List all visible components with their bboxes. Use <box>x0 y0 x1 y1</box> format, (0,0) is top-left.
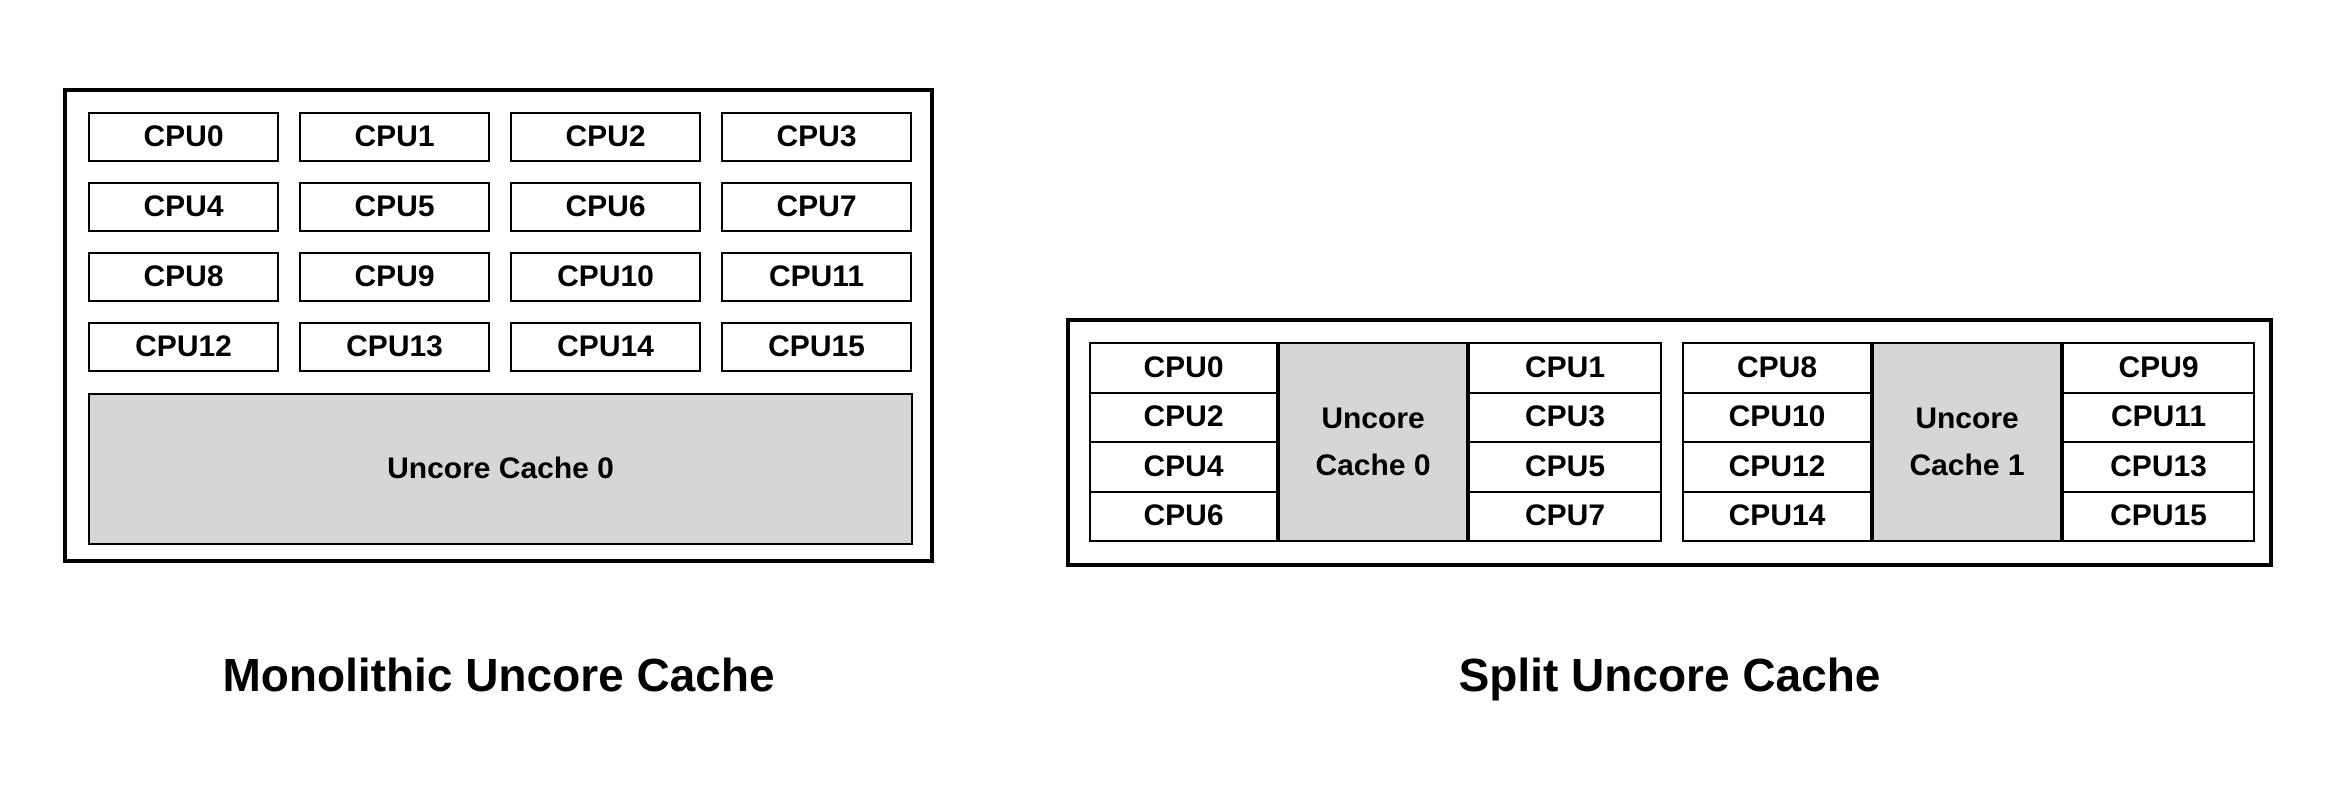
cpu-cell: CPU6 <box>1091 490 1276 541</box>
cpu-cell: CPU2 <box>1091 391 1276 442</box>
cpu-box: CPU11 <box>721 252 912 302</box>
monolithic-cpu-grid: CPU0 CPU1 CPU2 CPU3 CPU4 CPU5 CPU6 CPU7 … <box>88 112 913 372</box>
cpu-cell: CPU1 <box>1524 350 1606 384</box>
cpu-box: CPU1 <box>299 112 490 162</box>
cpu-box: CPU7 <box>721 182 912 232</box>
uncore-cache-1-split-box: Uncore Cache 1 <box>1872 342 2062 542</box>
split-cluster1-right-column: CPU9 CPU11 CPU13 CPU15 <box>2062 342 2255 542</box>
cpu-cell: CPU0 <box>1143 350 1224 384</box>
cpu-box: CPU8 <box>88 252 279 302</box>
split-cluster1-left-column: CPU8 CPU10 CPU12 CPU14 <box>1682 342 1872 542</box>
uncore-cache-0-monolithic-box: Uncore Cache 0 <box>88 393 913 545</box>
cpu-box: CPU15 <box>721 322 912 372</box>
cpu-cell: CPU14 <box>1684 490 1870 541</box>
cpu-cell: CPU3 <box>1470 391 1660 442</box>
cpu-cell: CPU10 <box>1684 391 1870 442</box>
cpu-box: CPU13 <box>299 322 490 372</box>
cpu-box: CPU12 <box>88 322 279 372</box>
cpu-box: CPU4 <box>88 182 279 232</box>
cpu-cell: CPU5 <box>1470 441 1660 491</box>
cpu-cell: CPU7 <box>1470 490 1660 541</box>
monolithic-diagram-title: Monolithic Uncore Cache <box>222 649 775 701</box>
cpu-box: CPU14 <box>510 322 701 372</box>
cpu-box: CPU9 <box>299 252 490 302</box>
cpu-box: CPU3 <box>721 112 912 162</box>
cpu-cell: CPU9 <box>2118 350 2199 384</box>
split-cluster0-right-column: CPU1 CPU3 CPU5 CPU7 <box>1468 342 1662 542</box>
split-diagram-title: Split Uncore Cache <box>1458 649 1881 701</box>
cpu-box: CPU2 <box>510 112 701 162</box>
cpu-box: CPU5 <box>299 182 490 232</box>
cpu-cell: CPU13 <box>2064 441 2253 491</box>
cpu-box: CPU0 <box>88 112 279 162</box>
cpu-box: CPU6 <box>510 182 701 232</box>
split-cluster0-left-column: CPU0 CPU2 CPU4 CPU6 <box>1089 342 1278 542</box>
cpu-cell: CPU11 <box>2064 391 2253 442</box>
cpu-box: CPU10 <box>510 252 701 302</box>
cpu-cell: CPU4 <box>1091 441 1276 491</box>
cpu-cell: CPU12 <box>1684 441 1870 491</box>
uncore-cache-0-split-box: Uncore Cache 0 <box>1278 342 1468 542</box>
cpu-cell: CPU15 <box>2064 490 2253 541</box>
cpu-cell: CPU8 <box>1736 350 1818 384</box>
